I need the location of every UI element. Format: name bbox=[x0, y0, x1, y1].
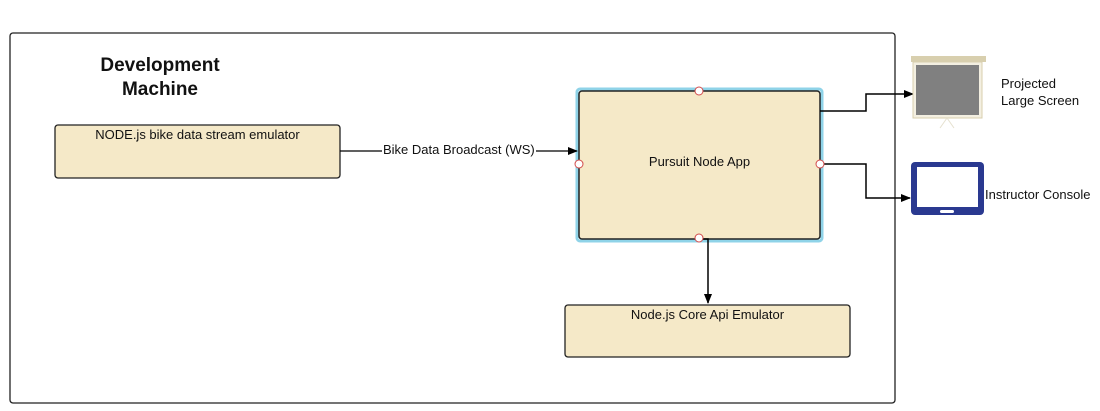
connection-handle-right[interactable] bbox=[815, 159, 825, 169]
projector-screen-icon[interactable] bbox=[911, 56, 986, 129]
tablet-icon[interactable] bbox=[911, 162, 984, 215]
core-api-node-label: Node.js Core Api Emulator bbox=[630, 307, 785, 322]
connection-handle-top[interactable] bbox=[694, 86, 704, 96]
container-title-line1: Development bbox=[100, 55, 220, 76]
broadcast-edge-label: Bike Data Broadcast (WS) bbox=[382, 142, 536, 157]
projector-label: Projected Large Screen bbox=[1001, 75, 1079, 109]
connection-handle-left[interactable] bbox=[574, 159, 584, 169]
container-title: Development Machine bbox=[60, 54, 260, 102]
tablet-connector[interactable] bbox=[820, 163, 911, 202]
projector-label-line1: Projected bbox=[1001, 76, 1056, 91]
core-api-node[interactable] bbox=[564, 304, 851, 358]
emulator-node-label: NODE.js bike data stream emulator bbox=[95, 127, 300, 142]
projector-label-line2: Large Screen bbox=[1001, 93, 1080, 108]
pursuit-app-node-label: Pursuit Node App bbox=[648, 154, 751, 169]
projector-connector[interactable] bbox=[820, 90, 914, 112]
container-title-line2: Machine bbox=[121, 79, 199, 100]
tablet-label: Instructor Console bbox=[985, 187, 1091, 202]
connection-handle-bottom[interactable] bbox=[694, 233, 704, 243]
